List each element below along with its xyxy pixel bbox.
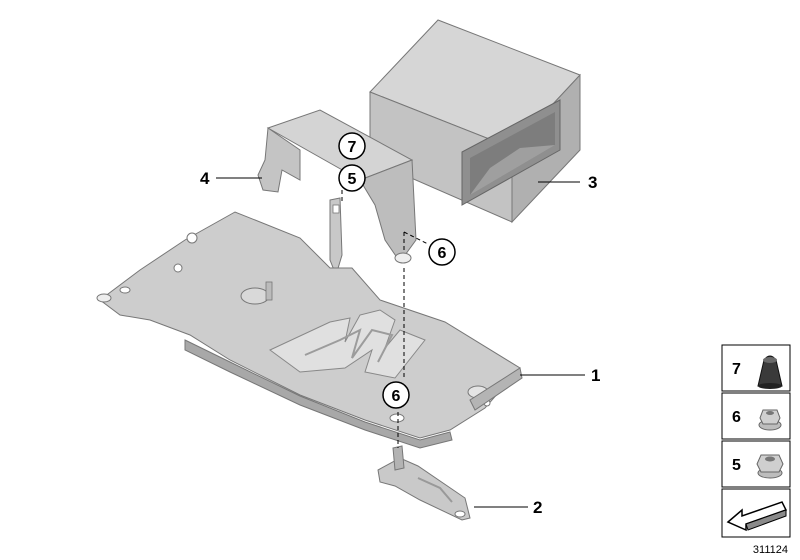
legend-panel: 7 6 5 — [721, 344, 791, 538]
svg-text:7: 7 — [732, 361, 741, 378]
legend-item-7: 7 — [721, 344, 791, 392]
svg-text:5: 5 — [348, 171, 357, 188]
box-housing — [369, 19, 581, 224]
svg-text:6: 6 — [392, 388, 401, 405]
bracket-plate — [96, 211, 523, 449]
circle-callout-6-lower: 6 — [382, 381, 410, 409]
circle-callout-6-upper: 6 — [428, 238, 456, 266]
assembly-lines — [341, 190, 429, 448]
callout-1: 1 — [591, 366, 600, 385]
direction-arrow-icon — [726, 501, 788, 532]
hex-nut-icon — [756, 454, 784, 479]
svg-text:6: 6 — [732, 409, 741, 426]
grommet-icon — [757, 355, 783, 389]
holder-bracket — [377, 445, 471, 521]
callout-2: 2 — [533, 498, 542, 517]
circle-callout-5: 5 — [338, 164, 366, 192]
circle-callout-7: 7 — [338, 132, 366, 160]
flange-nut-icon — [758, 409, 782, 431]
legend-item-5: 5 — [721, 440, 791, 488]
leader-lines — [216, 177, 585, 508]
svg-text:6: 6 — [438, 245, 447, 262]
callout-4: 4 — [200, 169, 210, 188]
callout-3: 3 — [588, 173, 597, 192]
svg-text:5: 5 — [732, 457, 741, 474]
reference-number: 311124 — [752, 544, 788, 556]
legend-arrow-box — [721, 488, 791, 538]
svg-text:7: 7 — [348, 139, 357, 156]
legend-item-6: 6 — [721, 392, 791, 440]
